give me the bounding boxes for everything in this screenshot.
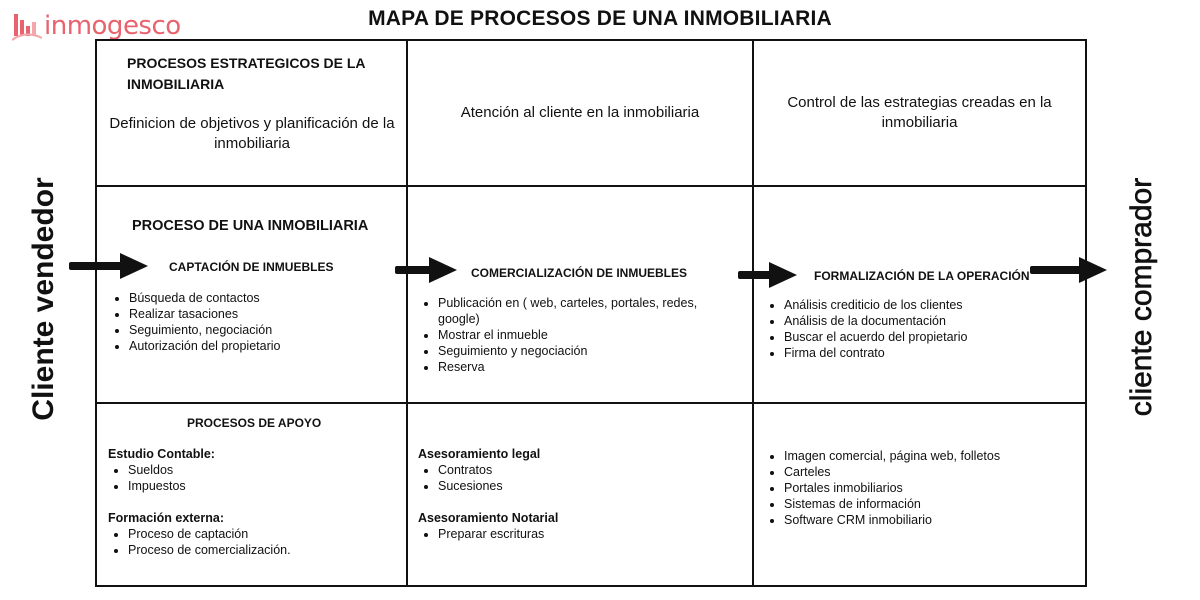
stage-list: Búsqueda de contactos Realizar tasacione… xyxy=(109,290,280,354)
list-item: Buscar el acuerdo del propietario xyxy=(784,329,967,345)
list-item: Seguimiento, negociación xyxy=(129,322,280,338)
strategic-text-3: Control de las estrategias creadas en la… xyxy=(787,94,1052,131)
group-list: Contratos Sucesiones xyxy=(418,462,540,494)
arrow-right-icon xyxy=(738,262,797,288)
list-item: Imagen comercial, página web, folletos xyxy=(784,448,1000,464)
strategic-cell-1: PROCESOS ESTRATEGICOS DE LA INMOBILIARIA… xyxy=(97,41,406,185)
list-item: Software CRM inmobiliario xyxy=(784,512,1000,528)
page-title: MAPA DE PROCESOS DE UNA INMOBILIARIA xyxy=(368,7,832,30)
stage-list: Análisis crediticio de los clientes Anál… xyxy=(764,297,967,361)
strategic-text-1: Definicion de objetivos y planificación … xyxy=(109,115,395,152)
group-title: Estudio Contable: xyxy=(108,447,215,461)
stage-title: COMERCIALIZACIÓN DE INMUEBLES xyxy=(471,266,687,280)
divider xyxy=(406,41,408,585)
list-item: Preparar escrituras xyxy=(438,526,558,542)
list-item: Portales inmobiliarios xyxy=(784,480,1000,496)
divider xyxy=(97,185,1085,187)
process-heading: PROCESO DE UNA INMOBILIARIA xyxy=(132,218,369,234)
process-cell-1: PROCESO DE UNA INMOBILIARIA CAPTACIÓN DE… xyxy=(97,187,406,402)
list-item: Sistemas de información xyxy=(784,496,1000,512)
seller-client-label: Cliente vendedor xyxy=(27,177,60,421)
list-item: Mostrar el inmueble xyxy=(438,327,738,343)
logo-text: inmogesco xyxy=(44,11,181,41)
support-group: Asesoramiento Notarial Preparar escritur… xyxy=(418,510,558,542)
group-title: Formación externa: xyxy=(108,511,225,525)
process-cell-3: FORMALIZACIÓN DE LA OPERACIÓN Análisis c… xyxy=(754,187,1085,402)
logo: inmogesco xyxy=(11,6,181,46)
strategic-text-2: Atención al cliente en la inmobiliaria xyxy=(460,104,700,121)
list-item: Contratos xyxy=(438,462,540,478)
strategic-cell-3: Control de las estrategias creadas en la… xyxy=(754,41,1085,185)
support-cell-2: Asesoramiento legal Contratos Sucesiones… xyxy=(408,404,752,585)
divider xyxy=(97,402,1085,404)
list-item: Sueldos xyxy=(128,462,215,478)
group-list: Sueldos Impuestos xyxy=(108,462,215,494)
list-item: Seguimiento y negociación xyxy=(438,343,738,359)
stage-title: FORMALIZACIÓN DE LA OPERACIÓN xyxy=(814,269,1030,283)
process-cell-2: COMERCIALIZACIÓN DE INMUEBLES Publicació… xyxy=(408,187,752,402)
support-heading: PROCESOS DE APOYO xyxy=(187,416,322,430)
buyer-client-label: cliente comprador xyxy=(1125,177,1159,417)
arrow-right-icon xyxy=(69,253,148,279)
list-item: Publicación en ( web, carteles, portales… xyxy=(438,295,738,327)
support-group: Estudio Contable: Sueldos Impuestos xyxy=(108,446,215,494)
arrow-right-icon xyxy=(1030,257,1107,283)
support-cell-1: PROCESOS DE APOYO Estudio Contable: Suel… xyxy=(97,404,406,585)
group-list: Proceso de captación Proceso de comercia… xyxy=(108,526,291,558)
building-logo-icon xyxy=(11,8,43,44)
list-item: Proceso de captación xyxy=(128,526,291,542)
list-item: Autorización del propietario xyxy=(129,338,280,354)
support-group: Formación externa: Proceso de captación … xyxy=(108,510,291,558)
list-item: Firma del contrato xyxy=(784,345,967,361)
group-title: Asesoramiento legal xyxy=(418,447,541,461)
support-cell-3: Imagen comercial, página web, folletos C… xyxy=(754,404,1085,585)
list-item: Realizar tasaciones xyxy=(129,306,280,322)
group-list: Preparar escrituras xyxy=(418,526,558,542)
list-item: Análisis crediticio de los clientes xyxy=(784,297,967,313)
divider xyxy=(752,41,754,585)
support-group: Asesoramiento legal Contratos Sucesiones xyxy=(418,446,540,494)
strategic-cell-2: Atención al cliente en la inmobiliaria xyxy=(408,41,752,185)
group-title: Asesoramiento Notarial xyxy=(418,511,559,525)
stage-list: Publicación en ( web, carteles, portales… xyxy=(418,295,738,375)
list-item: Sucesiones xyxy=(438,478,540,494)
stage-title: CAPTACIÓN DE INMUEBLES xyxy=(169,260,334,274)
arrow-right-icon xyxy=(395,257,457,283)
list-item: Impuestos xyxy=(128,478,215,494)
list-item: Reserva xyxy=(438,359,738,375)
strategic-heading: PROCESOS ESTRATEGICOS DE LA INMOBILIARIA xyxy=(127,55,366,92)
list-item: Carteles xyxy=(784,464,1000,480)
list-item: Análisis de la documentación xyxy=(784,313,967,329)
group-list: Imagen comercial, página web, folletos C… xyxy=(764,448,1000,528)
list-item: Búsqueda de contactos xyxy=(129,290,280,306)
process-map-grid: PROCESOS ESTRATEGICOS DE LA INMOBILIARIA… xyxy=(95,39,1087,587)
list-item: Proceso de comercialización. xyxy=(128,542,291,558)
